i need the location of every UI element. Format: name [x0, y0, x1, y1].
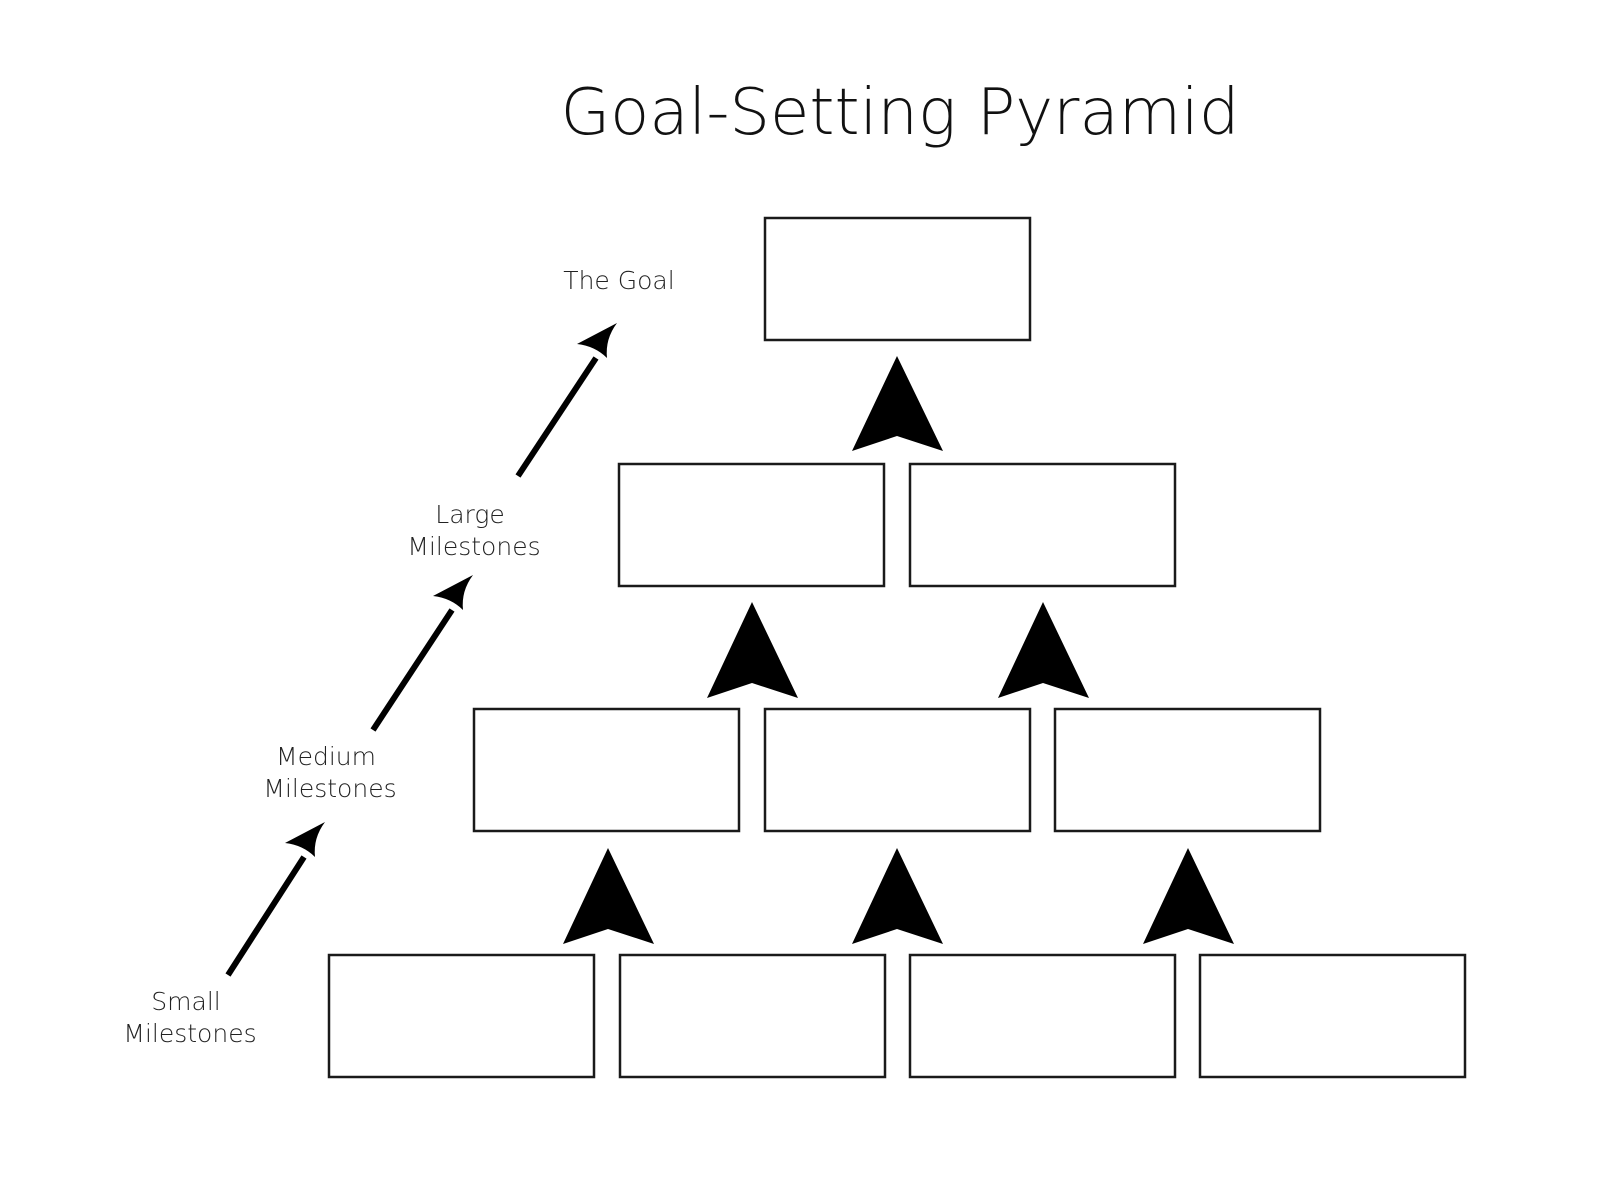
label-the-goal-line-1: The Goal [563, 266, 674, 295]
up-arrow-large-to-goal [852, 356, 943, 451]
label-small-milestones: Small Milestones [123, 987, 256, 1048]
large-milestone-box-1[interactable] [617, 462, 886, 588]
medium-milestone-box-2[interactable] [763, 707, 1032, 833]
progression-arrow-small-to-medium [225, 822, 325, 977]
up-arrow-small-to-medium-1 [563, 848, 654, 944]
label-small-milestones-line-1: Small [151, 987, 220, 1016]
up-arrow-medium-to-large-1 [707, 602, 798, 698]
large-milestone-box-2[interactable] [908, 462, 1177, 588]
small-milestone-box-3[interactable] [908, 953, 1177, 1079]
small-milestone-box-4[interactable] [1198, 953, 1467, 1079]
label-medium-milestones-line-1: Medium [276, 742, 376, 771]
goal-box[interactable] [763, 216, 1032, 342]
label-large-milestones: Large Milestones [407, 500, 540, 561]
label-the-goal: The Goal [563, 266, 674, 295]
label-large-milestones-line-2: Milestones [407, 532, 540, 561]
diagram-title: Goal-Setting Pyramid [561, 76, 1240, 150]
label-large-milestones-line-1: Large [435, 500, 504, 529]
label-small-milestones-line-2: Milestones [123, 1019, 256, 1048]
small-milestone-box-1[interactable] [327, 953, 596, 1079]
label-medium-milestones-line-2: Milestones [263, 774, 396, 803]
label-medium-milestones: Medium Milestones [263, 742, 396, 803]
up-arrow-small-to-medium-3 [1143, 848, 1234, 944]
up-arrow-medium-to-large-2 [998, 602, 1089, 698]
medium-milestone-box-3[interactable] [1053, 707, 1322, 833]
up-arrow-small-to-medium-2 [852, 848, 943, 944]
progression-arrow-large-to-goal [515, 323, 617, 478]
small-milestone-box-2[interactable] [618, 953, 887, 1079]
medium-milestone-box-1[interactable] [472, 707, 741, 833]
progression-arrow-medium-to-large [370, 575, 473, 732]
